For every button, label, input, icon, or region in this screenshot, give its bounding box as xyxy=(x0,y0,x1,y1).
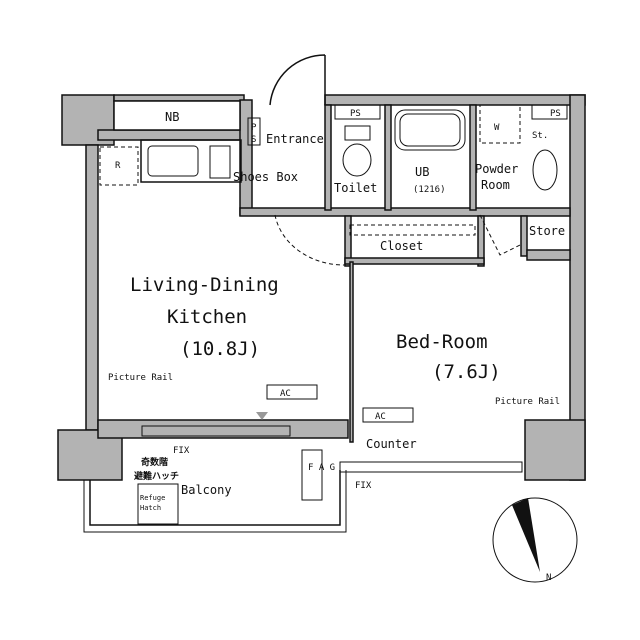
closet-label: Closet xyxy=(380,239,423,253)
walls xyxy=(57,94,586,481)
washer-space xyxy=(479,104,521,144)
ps-label: P xyxy=(251,123,257,133)
fridge-space xyxy=(99,146,139,186)
hatch-label-2: Hatch xyxy=(140,504,161,512)
ac-unit-right xyxy=(362,407,414,423)
hatch-jp-label: 奇数階 xyxy=(141,456,168,468)
ub-size-label: (1216) xyxy=(413,185,446,195)
fix-right-label: FIX xyxy=(355,481,372,491)
closet-rail xyxy=(349,224,476,236)
nb-box xyxy=(113,100,241,131)
ldk-size-label: (10.8J) xyxy=(180,338,260,360)
washbasin-icon xyxy=(532,149,558,191)
fag-label: F A G xyxy=(308,463,335,473)
ac-left-label: AC xyxy=(280,389,291,399)
powder-room-label-2: Room xyxy=(481,178,510,192)
entrance-label: Entrance xyxy=(266,132,324,146)
stove-icon xyxy=(209,145,231,179)
entrance-door[interactable] xyxy=(269,54,326,106)
shoes-box-label: Shoes Box xyxy=(233,170,298,184)
ub-label: UB xyxy=(415,165,429,179)
powder-door-swing xyxy=(479,214,521,256)
ldk-label: Living-Dining xyxy=(130,274,279,296)
bedroom-size-label: (7.6J) xyxy=(432,361,501,383)
powder-room-label: Powder xyxy=(475,162,518,176)
ldk-door-swing xyxy=(274,214,346,266)
picture-rail-right-label: Picture Rail xyxy=(495,397,560,407)
ps-shaft-3 xyxy=(531,104,568,120)
kitchen-sink xyxy=(147,145,199,177)
ps-label-3: PS xyxy=(350,109,361,119)
ps-shaft xyxy=(247,117,261,146)
ps-label-4: PS xyxy=(550,109,561,119)
fix-left-label: FIX xyxy=(173,446,190,456)
fag-box xyxy=(301,449,323,501)
nb-label: NB xyxy=(165,110,179,124)
triangle-marker-icon xyxy=(256,412,268,420)
hatch-label: Refuge xyxy=(140,494,165,502)
ac-unit-left xyxy=(266,384,318,400)
compass-icon xyxy=(492,497,578,583)
ac-right-label: AC xyxy=(375,412,386,422)
bathtub-icon xyxy=(394,109,466,151)
ldk-label-2: Kitchen xyxy=(167,306,247,328)
fridge-label: R xyxy=(115,161,121,171)
bedroom-window[interactable] xyxy=(339,461,523,473)
storage-label: St. xyxy=(532,131,548,141)
ps-label-2: S xyxy=(251,135,256,145)
store-label: Store xyxy=(529,224,565,238)
toilet-icon xyxy=(342,143,372,177)
counter-label: Counter xyxy=(366,437,417,451)
compass-north-label: N xyxy=(546,573,551,583)
ldk-window[interactable] xyxy=(141,425,291,437)
refuge-hatch[interactable] xyxy=(137,483,179,525)
toilet-label: Toilet xyxy=(334,181,377,195)
balcony-railing xyxy=(89,470,341,526)
washer-label: W xyxy=(494,123,500,133)
hatch-jp-label-2: 避難ハッチ xyxy=(134,470,179,482)
picture-rail-left-label: Picture Rail xyxy=(108,373,173,383)
bedroom-label: Bed-Room xyxy=(396,331,488,353)
kitchen-counter xyxy=(140,139,242,183)
ps-shaft-2 xyxy=(334,104,381,120)
balcony-label: Balcony xyxy=(181,483,232,497)
